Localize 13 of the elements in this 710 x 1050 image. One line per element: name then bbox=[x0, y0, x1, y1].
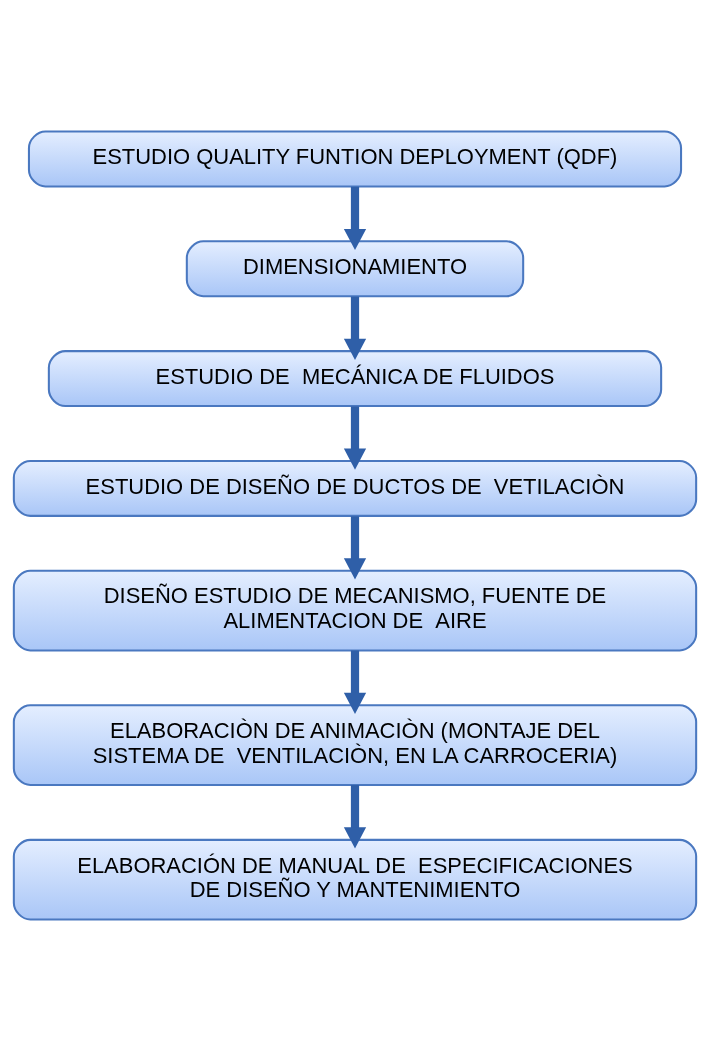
node-box: DISEÑO ESTUDIO DE MECANISMO, FUENTE DE ALIMENTACION DE AIRE bbox=[12, 569, 698, 651]
node-box: ELABORACIÒN DE ANIMACIÒN (MONTAJE DEL SISTEMA DE VENTILACIÒN, EN LA CARROCERIA) bbox=[12, 703, 698, 786]
arrow bbox=[343, 186, 367, 250]
node-box: ESTUDIO DE DISEÑO DE DUCTOS DE VETILACIÒN bbox=[12, 459, 698, 517]
arrow bbox=[343, 649, 367, 714]
arrow bbox=[343, 296, 367, 360]
arrow bbox=[343, 405, 367, 470]
node-box: ELABORACIÓN DE MANUAL DE ESPECIFICACIONES DE DISEÑO Y MANTENIMIENTO bbox=[12, 838, 698, 921]
node-box: ESTUDIO QUALITY FUNTION DEPLOYMENT (QDF) bbox=[27, 129, 683, 187]
arrow bbox=[343, 515, 367, 579]
node-box: DIMENSIONAMIENTO bbox=[185, 239, 525, 297]
node-box: ESTUDIO DE MECÁNICA DE FLUIDOS bbox=[47, 349, 663, 407]
arrow bbox=[343, 784, 367, 848]
